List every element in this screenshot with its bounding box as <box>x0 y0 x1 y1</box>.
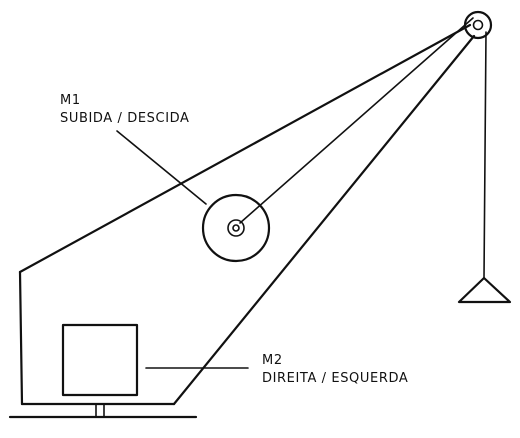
m1-caption: SUBIDA / DESCIDA <box>60 111 190 126</box>
base-pivot <box>95 403 105 418</box>
hanging-cable <box>483 31 487 279</box>
m1-leader-line <box>116 130 207 205</box>
cable-drum-to-pulley <box>239 17 474 224</box>
motor2-box <box>61 323 139 397</box>
crane-body <box>18 23 476 406</box>
m1-label: M1 <box>60 93 81 108</box>
m2-caption: DIREITA / ESQUERDA <box>262 371 408 386</box>
load-hook <box>457 276 512 304</box>
m2-label: M2 <box>262 353 283 368</box>
winch-drum <box>201 193 271 263</box>
